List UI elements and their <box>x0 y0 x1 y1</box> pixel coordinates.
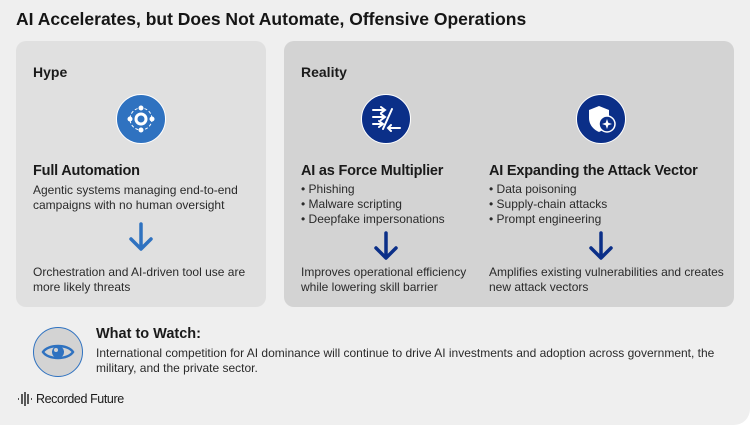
hype-outcome: Orchestration and AI-driven tool use are… <box>33 265 246 294</box>
list-item: Malware scripting <box>301 197 445 212</box>
what-to-watch-heading: What to Watch: <box>96 326 201 342</box>
reality-label: Reality <box>301 64 347 80</box>
attack-vector-outcome: Amplifies existing vulnerabilities and c… <box>489 265 724 294</box>
shield-icon <box>576 94 626 144</box>
attack-vector-list: Data poisoning Supply-chain attacks Prom… <box>489 182 608 227</box>
arrow-down-icon <box>589 231 613 260</box>
hype-label: Hype <box>33 64 68 80</box>
eye-icon <box>33 327 83 377</box>
list-item: Phishing <box>301 182 445 197</box>
hype-heading: Full Automation <box>33 163 140 179</box>
hype-description: Agentic systems managing end-to-end camp… <box>33 183 238 212</box>
list-item: Deepfake impersonations <box>301 212 445 227</box>
force-multiplier-arrows-icon <box>361 94 411 144</box>
force-multiplier-heading: AI as Force Multiplier <box>301 163 444 179</box>
automation-gear-icon <box>116 94 166 144</box>
hype-card: Hype Full Automation Agentic systems man… <box>16 41 266 307</box>
logo-mark-icon <box>18 392 32 406</box>
recorded-future-logo: Recorded Future <box>17 392 124 406</box>
force-multiplier-list: Phishing Malware scripting Deepfake impe… <box>301 182 445 227</box>
list-item: Data poisoning <box>489 182 607 197</box>
arrow-down-icon <box>374 231 398 260</box>
arrow-down-icon <box>129 222 153 251</box>
list-item: Supply-chain attacks <box>489 197 608 212</box>
force-multiplier-outcome: Improves operational efficiency while lo… <box>301 265 467 294</box>
page-title: AI Accelerates, but Does Not Automate, O… <box>16 9 527 29</box>
attack-vector-heading: AI Expanding the Attack Vector <box>489 163 698 179</box>
what-to-watch-text: International competition for AI dominan… <box>96 346 715 375</box>
list-item: Prompt engineering <box>489 212 607 227</box>
reality-card: Reality AI as Force Multiplier Phishing … <box>284 41 734 307</box>
logo-text: Recorded Future <box>36 392 124 406</box>
